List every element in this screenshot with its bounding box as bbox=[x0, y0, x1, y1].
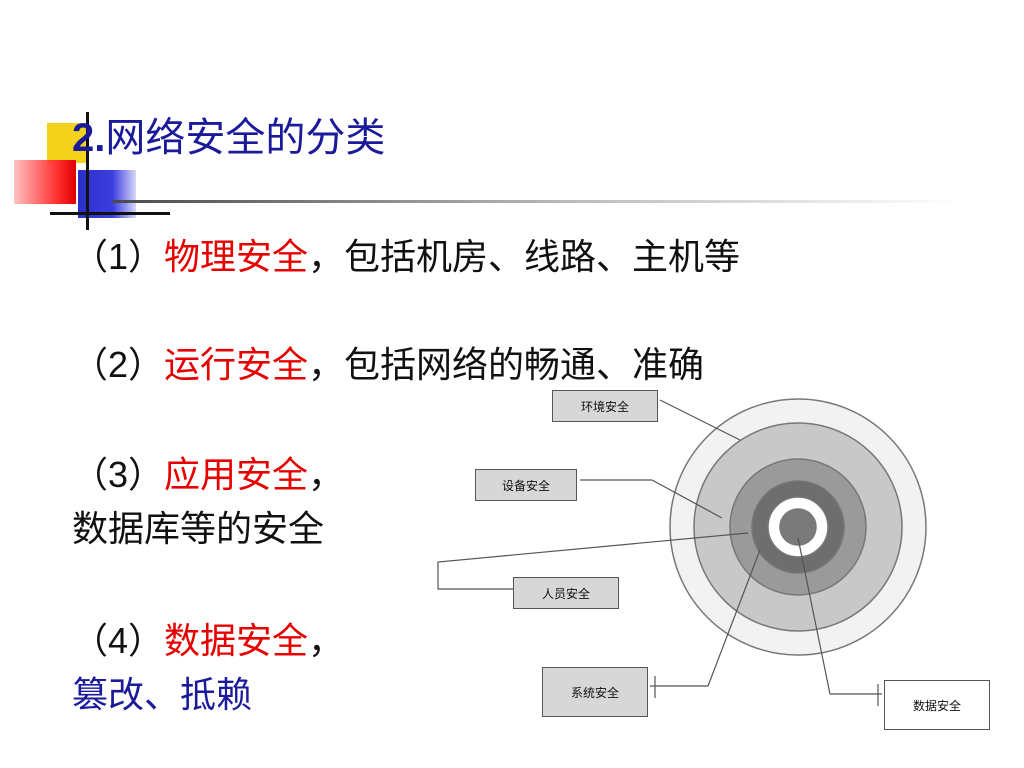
item-description: ， bbox=[308, 621, 345, 662]
logo-red-square bbox=[14, 160, 76, 204]
item-description: ，包括机房、线路、主机等 bbox=[308, 237, 741, 278]
item-prefix: （2） bbox=[72, 344, 165, 385]
logo-vertical-line bbox=[86, 112, 89, 230]
title-divider bbox=[112, 200, 962, 203]
item-description: ， bbox=[308, 455, 345, 496]
ring-data-core bbox=[779, 508, 817, 546]
item-prefix: （1） bbox=[72, 236, 165, 277]
item-keyword: 物理安全 bbox=[164, 237, 309, 278]
list-item-application: （3）应用安全， bbox=[72, 446, 344, 498]
title-text: 网络安全的分类 bbox=[105, 115, 386, 161]
list-item-application-continuation: 数据库等的安全 bbox=[72, 509, 325, 550]
list-item-operation: （2）运行安全，包括网络的畅通、准确 bbox=[72, 336, 704, 388]
slide-title: 2.网络安全的分类 bbox=[72, 105, 385, 163]
list-item-data: （4）数据安全， bbox=[72, 612, 344, 664]
label-device-security: 设备安全 bbox=[475, 469, 577, 501]
item-keyword: 运行安全 bbox=[164, 345, 309, 386]
label-system-security: 系统安全 bbox=[542, 667, 648, 717]
item-prefix: （3） bbox=[72, 454, 165, 495]
logo-horizontal-line bbox=[50, 212, 170, 215]
concentric-rings-graphic bbox=[437, 398, 927, 706]
logo-yellow-square bbox=[47, 123, 87, 163]
security-layers-diagram: 环境安全 设备安全 人员安全 系统安全 数据安全 bbox=[430, 380, 1024, 768]
list-item-data-continuation: 篡改、抵赖 bbox=[72, 675, 253, 716]
label-environment-security: 环境安全 bbox=[552, 390, 658, 422]
item-description: ，包括网络的畅通、准确 bbox=[308, 345, 705, 386]
list-item-physical: （1）物理安全，包括机房、线路、主机等 bbox=[72, 228, 740, 280]
label-personnel-security: 人员安全 bbox=[513, 577, 619, 609]
item-keyword: 应用安全 bbox=[164, 455, 309, 496]
label-data-security: 数据安全 bbox=[884, 680, 990, 730]
title-number: 2. bbox=[72, 116, 106, 160]
item-prefix: （4） bbox=[72, 620, 165, 661]
item-keyword: 数据安全 bbox=[164, 621, 309, 662]
